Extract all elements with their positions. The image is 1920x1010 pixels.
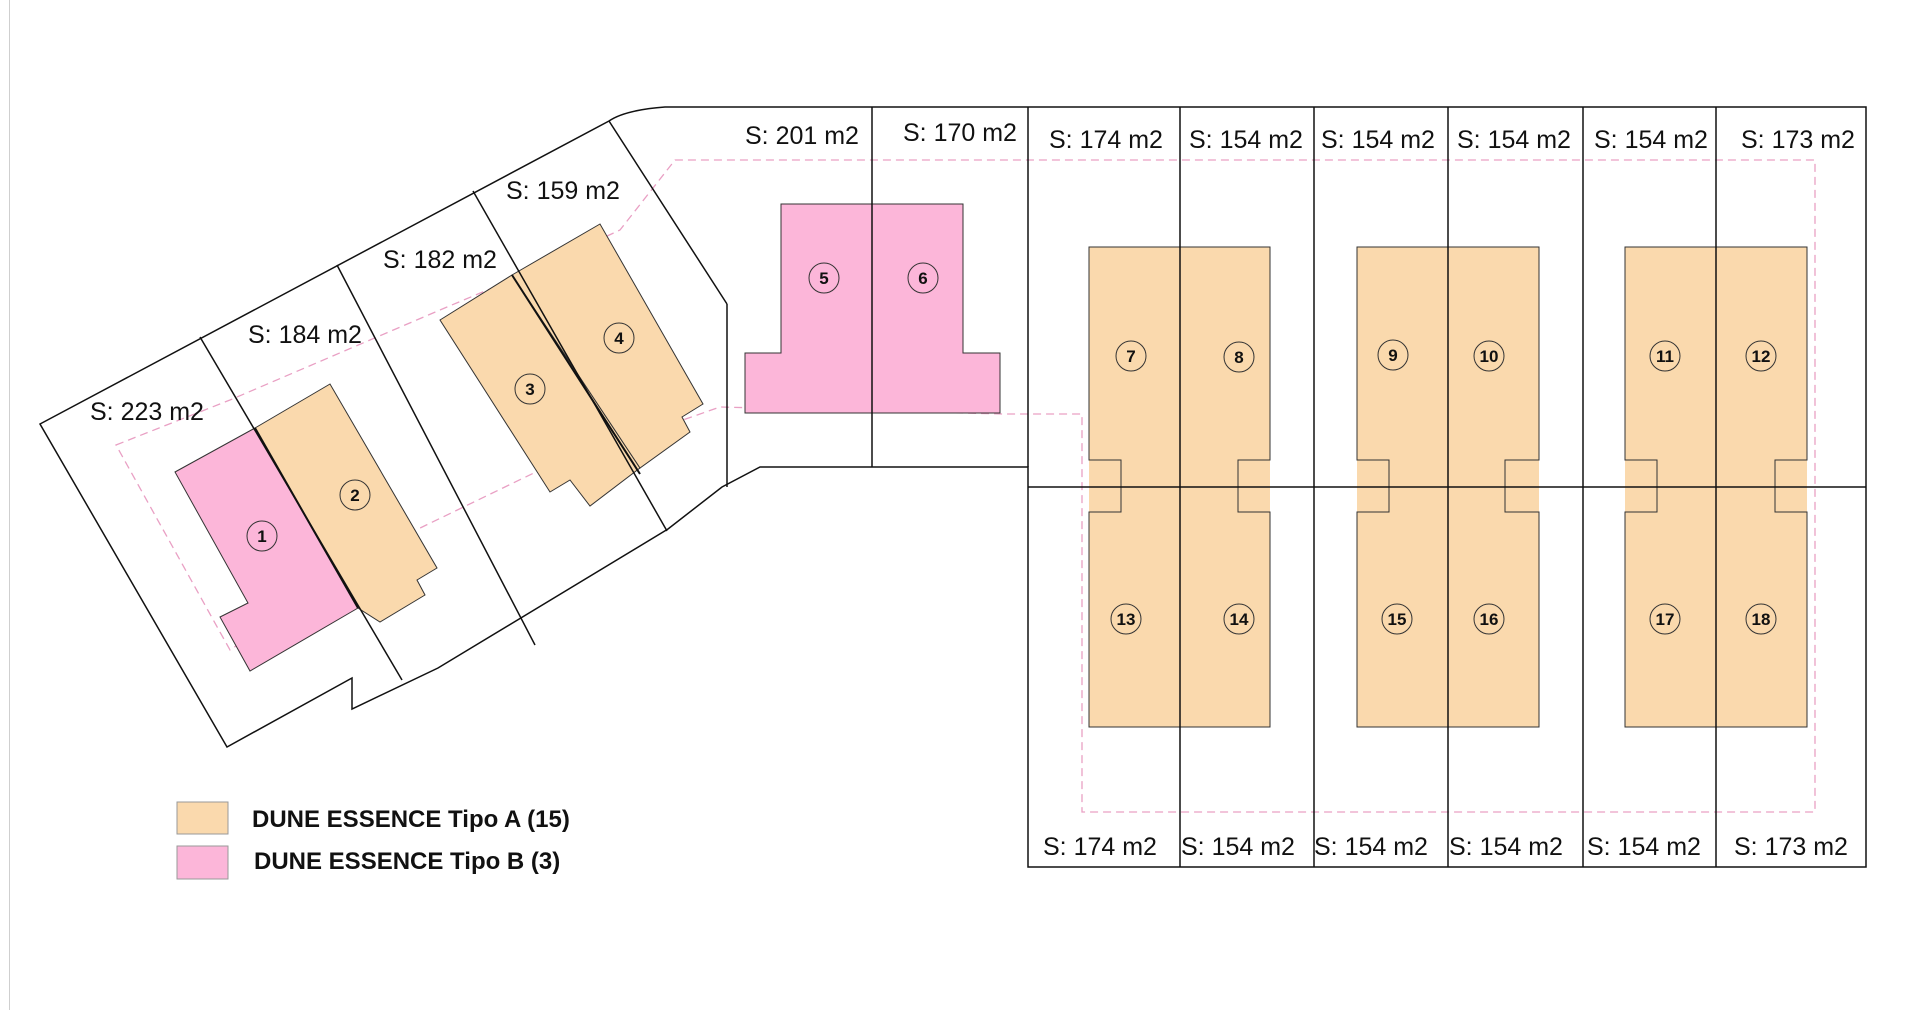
svg-text:7: 7 — [1126, 347, 1135, 366]
svg-text:13: 13 — [1117, 610, 1136, 629]
house-unit-6[interactable] — [871, 203, 1001, 414]
unit-marker-4[interactable]: 4 — [603, 322, 635, 354]
area-label-lot-1: S: 223 m2 — [90, 398, 204, 426]
legend-label-tipo-b: DUNE ESSENCE Tipo B (3) — [254, 848, 560, 875]
party-wall-3-4 — [511, 274, 641, 475]
svg-text:1: 1 — [257, 527, 266, 546]
legend: DUNE ESSENCE Tipo A (15) DUNE ESSENCE Ti… — [176, 801, 570, 880]
legend-label-tipo-a: DUNE ESSENCE Tipo A (15) — [252, 806, 570, 833]
area-label-lot-12: S: 173 m2 — [1741, 126, 1855, 154]
svg-text:8: 8 — [1234, 348, 1243, 367]
svg-text:16: 16 — [1480, 610, 1499, 629]
svg-text:4: 4 — [614, 329, 624, 348]
house-unit-13[interactable] — [1089, 485, 1180, 727]
svg-text:17: 17 — [1656, 610, 1675, 629]
area-label-lot-6: S: 170 m2 — [903, 119, 1017, 147]
area-label-lot-2: S: 184 m2 — [248, 321, 362, 349]
house-unit-8[interactable] — [1180, 247, 1270, 485]
svg-text:18: 18 — [1752, 610, 1771, 629]
area-label-lot-18: S: 173 m2 — [1734, 833, 1848, 861]
svg-text:6: 6 — [918, 269, 927, 288]
area-label-lot-16: S: 154 m2 — [1449, 833, 1563, 861]
unit-marker-1[interactable]: 1 — [246, 520, 278, 552]
area-label-lot-10: S: 154 m2 — [1457, 126, 1571, 154]
page-border — [9, 0, 1920, 1010]
unit-marker-17[interactable]: 17 — [1649, 603, 1681, 635]
unit-marker-11[interactable]: 11 — [1649, 340, 1681, 372]
area-label-lot-8: S: 154 m2 — [1189, 126, 1303, 154]
svg-text:15: 15 — [1388, 610, 1407, 629]
unit-marker-8[interactable]: 8 — [1223, 341, 1255, 373]
house-unit-17[interactable] — [1625, 485, 1716, 727]
svg-text:11: 11 — [1656, 347, 1674, 366]
legend-swatch-tipo-b — [176, 845, 229, 880]
area-label-lot-4: S: 159 m2 — [506, 177, 620, 205]
area-label-lot-17: S: 154 m2 — [1587, 833, 1701, 861]
svg-text:10: 10 — [1480, 347, 1499, 366]
area-label-lot-15: S: 154 m2 — [1314, 833, 1428, 861]
unit-marker-14[interactable]: 14 — [1223, 603, 1255, 635]
unit-marker-2[interactable]: 2 — [339, 479, 371, 511]
unit-marker-10[interactable]: 10 — [1473, 340, 1505, 372]
house-unit-10[interactable] — [1448, 247, 1539, 485]
area-label-lot-7: S: 174 m2 — [1049, 126, 1163, 154]
area-label-lot-5: S: 201 m2 — [745, 122, 859, 150]
svg-text:3: 3 — [525, 380, 534, 399]
svg-text:9: 9 — [1388, 346, 1397, 365]
area-label-lot-11: S: 154 m2 — [1594, 126, 1708, 154]
house-block-outlines — [1088, 246, 1808, 728]
unit-marker-3[interactable]: 3 — [514, 373, 546, 405]
unit-marker-15[interactable]: 15 — [1381, 603, 1413, 635]
area-label-lot-13: S: 174 m2 — [1043, 833, 1157, 861]
house-unit-14[interactable] — [1180, 485, 1270, 727]
svg-text:12: 12 — [1752, 347, 1771, 366]
house-unit-15[interactable] — [1357, 485, 1448, 727]
house-unit-12[interactable] — [1716, 247, 1807, 485]
house-unit-18[interactable] — [1716, 485, 1807, 727]
house-unit-11[interactable] — [1625, 247, 1716, 485]
unit-markers: 1 2 3 4 5 6 7 8 9 10 11 12 13 14 15 16 1… — [246, 262, 1777, 635]
unit-marker-12[interactable]: 12 — [1745, 340, 1777, 372]
house-unit-7[interactable] — [1089, 247, 1180, 485]
unit-marker-13[interactable]: 13 — [1110, 603, 1142, 635]
unit-marker-7[interactable]: 7 — [1115, 340, 1147, 372]
lot-boundaries — [38, 106, 1867, 868]
legend-swatch-tipo-a — [176, 801, 229, 835]
svg-text:5: 5 — [819, 269, 828, 288]
unit-marker-16[interactable]: 16 — [1473, 603, 1505, 635]
area-label-lot-9: S: 154 m2 — [1321, 126, 1435, 154]
unit-marker-18[interactable]: 18 — [1745, 603, 1777, 635]
house-unit-5[interactable] — [744, 203, 873, 414]
house-unit-16[interactable] — [1448, 485, 1539, 727]
unit-marker-6[interactable]: 6 — [907, 262, 939, 294]
area-label-lot-3: S: 182 m2 — [383, 246, 497, 274]
unit-marker-9[interactable]: 9 — [1377, 339, 1409, 371]
unit-marker-5[interactable]: 5 — [808, 262, 840, 294]
house-unit-4[interactable] — [511, 223, 704, 469]
svg-text:2: 2 — [350, 486, 359, 505]
area-label-lot-14: S: 154 m2 — [1181, 833, 1295, 861]
svg-text:14: 14 — [1230, 610, 1249, 629]
